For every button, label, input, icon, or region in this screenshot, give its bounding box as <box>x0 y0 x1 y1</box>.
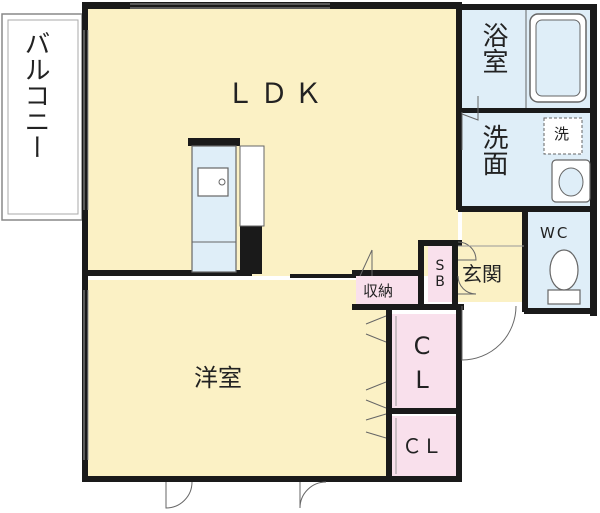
washer-space <box>543 117 583 155</box>
closet-large-label: CL <box>408 332 436 400</box>
ldk-floor <box>84 6 458 276</box>
windows <box>83 3 330 460</box>
bathtub-inner <box>535 19 581 97</box>
storage-label: 収納 <box>363 282 394 300</box>
balcony-label: バルコニー <box>20 30 50 160</box>
closet-small-floor <box>392 416 456 478</box>
kitchen-sink <box>197 167 229 197</box>
balcony-inner-outline <box>7 19 79 215</box>
kitchen-back-panel <box>239 145 265 227</box>
sink-drain <box>218 178 226 186</box>
toilet-bowl <box>549 249 579 291</box>
western-room-label: 洋室 <box>194 364 242 392</box>
entrance-label: 玄関 <box>462 262 502 286</box>
doors <box>165 96 517 509</box>
washer-mark-label: 洗 <box>554 125 570 143</box>
balcony-area <box>1 13 83 221</box>
shoebox-floor <box>428 244 456 302</box>
wc-label: WC <box>540 224 570 242</box>
walls <box>82 2 597 482</box>
ldk-label: ＬＤＫ <box>226 77 329 110</box>
kitchen-counter <box>191 145 237 273</box>
closet-small-label: ＣＬ <box>402 434 442 458</box>
closet-large-floor <box>392 314 456 412</box>
shoebox-label: SB <box>432 258 448 290</box>
bath-label: 浴室 <box>478 22 508 74</box>
toilet-tank <box>547 289 581 305</box>
washroom-label: 洗面 <box>478 124 508 176</box>
western-room-floor <box>84 280 390 478</box>
basin-bowl <box>558 167 584 197</box>
hall-floor <box>462 212 526 246</box>
